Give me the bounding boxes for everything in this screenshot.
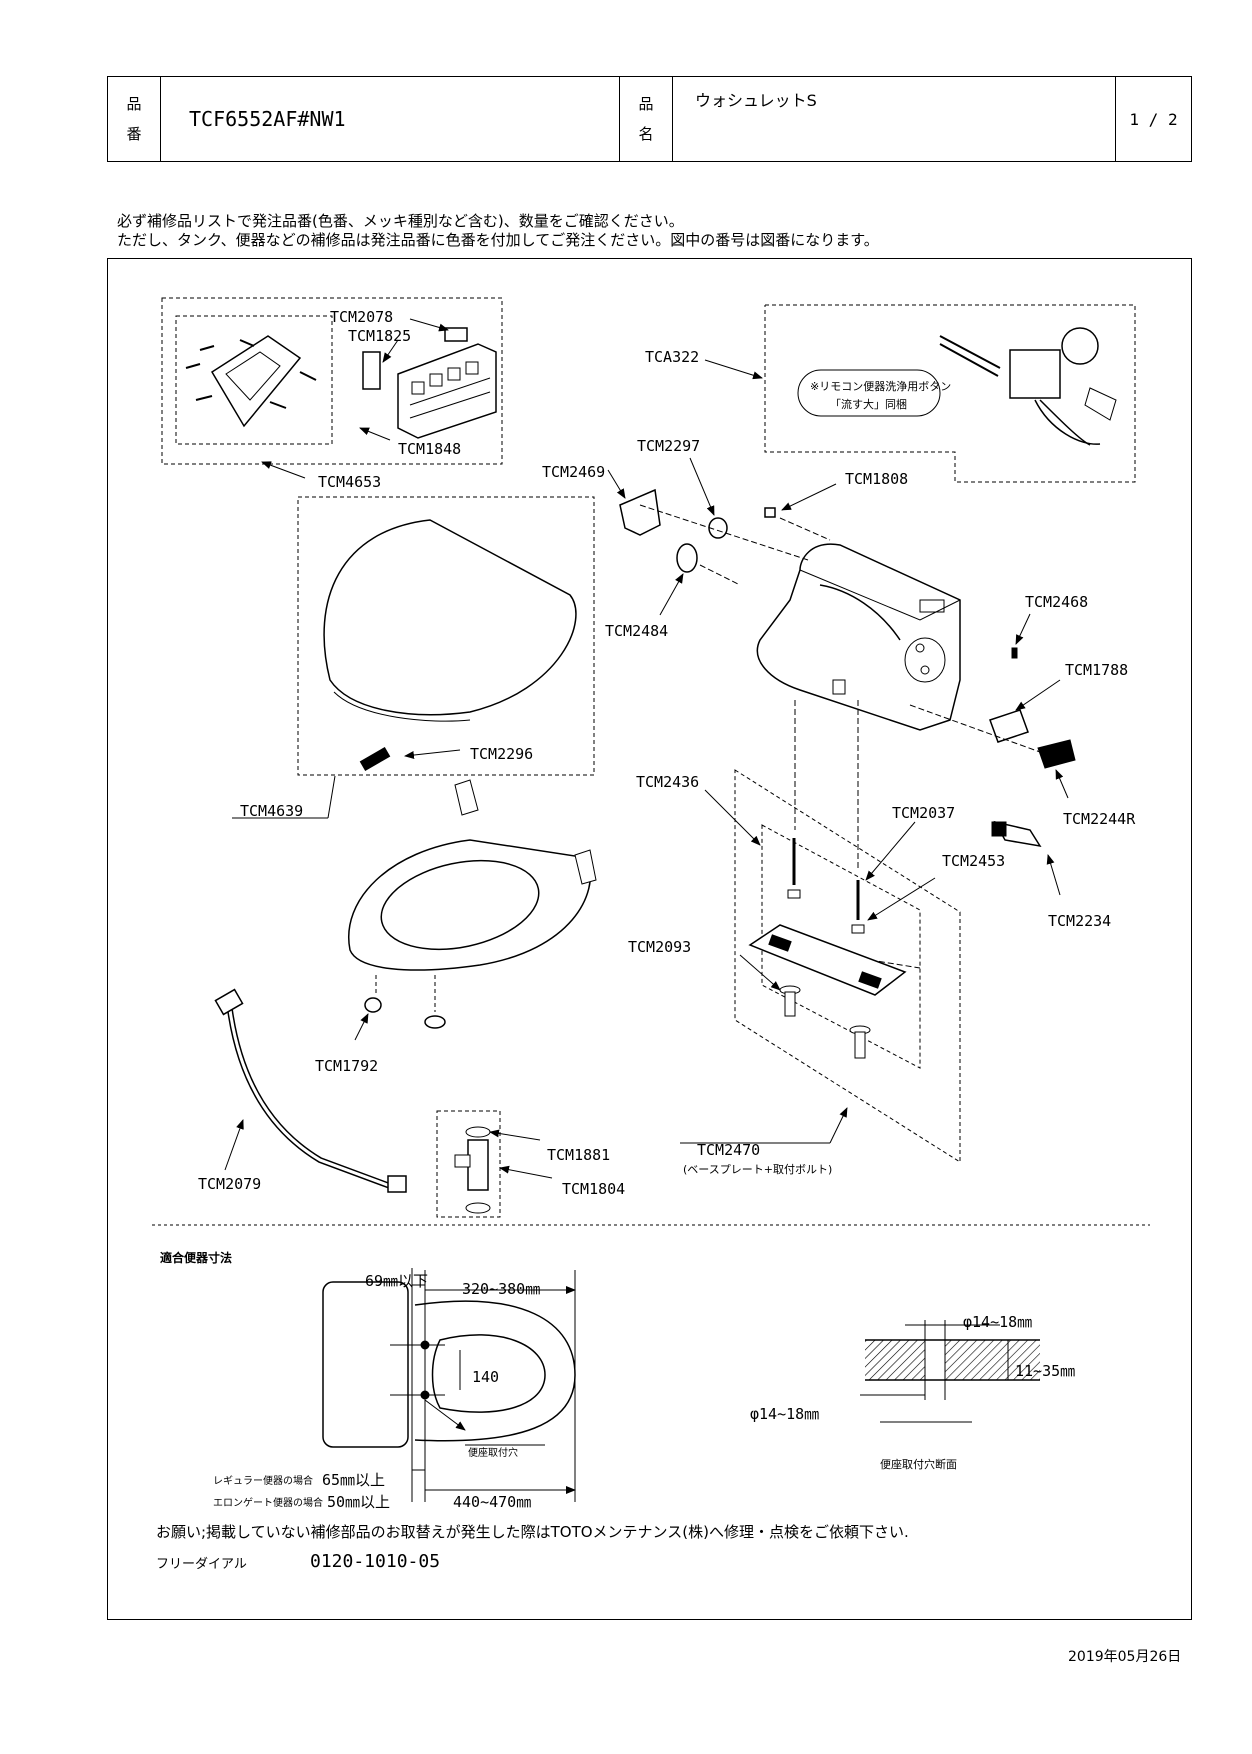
label-tcm2037: TCM2037 [892, 804, 955, 822]
part-no-label-2: 番 [126, 125, 142, 143]
base-plate-group-box [734, 769, 961, 1163]
dim-mount-hole: 便座取付穴 [468, 1446, 518, 1459]
main-unit-body [756, 543, 961, 731]
dim-elongated-value: 50㎜以上 [327, 1493, 390, 1511]
seat-lid [323, 519, 577, 716]
dim-regular-label: レギュラー便器の場合 [213, 1474, 313, 1487]
hole-section-drawing [860, 1320, 1040, 1423]
remote-label [444, 327, 468, 342]
clip-part [764, 507, 776, 518]
filter-cover [989, 709, 1029, 743]
label-tcm1788: TCM1788 [1065, 661, 1128, 679]
dim-140: 140 [472, 1368, 499, 1386]
remote-group-box [161, 297, 503, 465]
label-tcm2470: TCM2470 [697, 1141, 760, 1159]
remote-battery-cover [362, 351, 381, 390]
request-note: お願い;掲載していない補修部品のお取替えが発生した際はTOTOメンテナンス(株)… [156, 1523, 909, 1541]
dim-320-380: 320~380㎜ [462, 1280, 540, 1298]
label-tcm1804: TCM1804 [562, 1180, 625, 1198]
name-label-2: 名 [638, 125, 654, 143]
mounting-bracket [619, 488, 661, 536]
label-tca322-note2: 「流す大」同梱 [830, 397, 907, 411]
name-label-cell: 品 名 [619, 76, 673, 162]
remote-holder-plate [185, 335, 317, 428]
label-tcm1848: TCM1848 [398, 440, 461, 458]
label-tcm2297: TCM2297 [637, 437, 700, 455]
freedial-label: フリーダイアル [156, 1557, 247, 1572]
label-tcm2079: TCM2079 [198, 1175, 261, 1193]
product-name: ウォシュレットS [695, 91, 817, 110]
base-plate [748, 924, 907, 996]
freedial-number: 0120-1010-05 [310, 1551, 441, 1572]
valve-note-bubble [797, 369, 941, 417]
dim-phi-bottom: φ14~18㎜ [750, 1405, 819, 1423]
remote-holder-box [175, 315, 333, 445]
label-tca322: TCA322 [645, 348, 699, 366]
date-stamp: 2019年05月26日 [1068, 1649, 1182, 1665]
label-tcm4639: TCM4639 [240, 802, 303, 820]
dim-440-470: 440~470㎜ [453, 1493, 531, 1511]
note-line-2: ただし、タンク、便器などの補修品は発注品番に色番を付加してご発注ください。図中の… [117, 231, 879, 249]
mounting-bolt-2 [851, 880, 865, 934]
grille-part [1037, 739, 1076, 769]
label-tcm2470-note: (ベースプレート+取付ボルト) [683, 1163, 832, 1176]
anchor-2 [849, 1025, 871, 1059]
seat-bumper-2 [424, 1015, 446, 1029]
name-label-1: 品 [638, 95, 654, 113]
seat-lid-box [297, 496, 595, 776]
valve-group-box [764, 304, 1136, 483]
seat-bumper-1 [364, 997, 382, 1013]
part-no-cell: TCF6552AF#NW1 [160, 76, 620, 162]
remote-control [397, 343, 497, 439]
dim-11-35: 11~35㎜ [1015, 1362, 1075, 1380]
header-table: 品 番 TCF6552AF#NW1 品 名 ウォシュレットS 1 / 2 [107, 76, 1192, 162]
page-cell: 1 / 2 [1115, 76, 1192, 162]
toilet-dimension-drawing [322, 1268, 576, 1502]
name-cell: ウォシュレットS [672, 76, 1116, 162]
flush-valve [939, 327, 1117, 446]
dim-phi-top: φ14~18㎜ [963, 1313, 1032, 1331]
label-tcm2453: TCM2453 [942, 852, 1005, 870]
anchor-1 [779, 985, 801, 1017]
part-no-label-1: 品 [126, 95, 142, 113]
note-line-1: 必ず補修品リストで発注品番(色番、メッキ種別など含む)、数量をご確認ください。 [117, 212, 684, 230]
small-clip [1011, 647, 1018, 659]
tee-valve [454, 1126, 491, 1214]
label-tcm4653: TCM4653 [318, 473, 381, 491]
label-tcm2296: TCM2296 [470, 745, 533, 763]
label-tcm2244r: TCM2244R [1063, 810, 1136, 828]
label-tcm1808: TCM1808 [845, 470, 908, 488]
lid-hinge-pin [359, 746, 391, 772]
label-tcm2078: TCM2078 [330, 308, 393, 326]
part-number: TCF6552AF#NW1 [189, 107, 346, 131]
label-tcm1881: TCM1881 [547, 1146, 610, 1164]
dim-elongated-label: エロンゲート便器の場合 [213, 1496, 323, 1509]
dimensions-title: 適合便器寸法 [160, 1250, 232, 1265]
toilet-seat-ring [348, 779, 597, 971]
section-caption: 便座取付穴断面 [880, 1457, 957, 1471]
tee-valve-box [436, 1110, 501, 1218]
label-tca322-note1: ※リモコン便器洗浄用ボタン [810, 379, 951, 393]
supply-hose [214, 988, 407, 1193]
dim-69: 69㎜以下 [365, 1272, 428, 1290]
label-tcm2093: TCM2093 [628, 938, 691, 956]
dim-regular-value: 65㎜以上 [322, 1471, 385, 1489]
label-tcm2468: TCM2468 [1025, 593, 1088, 611]
label-tcm2484: TCM2484 [605, 622, 668, 640]
diagram-frame [107, 258, 1192, 1620]
mounting-bolt-1 [787, 838, 801, 899]
label-tcm1825: TCM1825 [348, 327, 411, 345]
label-tcm2469: TCM2469 [542, 463, 605, 481]
part-no-label-cell: 品 番 [107, 76, 161, 162]
label-tcm2234: TCM2234 [1048, 912, 1111, 930]
label-tcm2436: TCM2436 [636, 773, 699, 791]
label-tcm1792: TCM1792 [315, 1057, 378, 1075]
filter-part [676, 543, 698, 573]
page-number: 1 / 2 [1129, 109, 1178, 129]
